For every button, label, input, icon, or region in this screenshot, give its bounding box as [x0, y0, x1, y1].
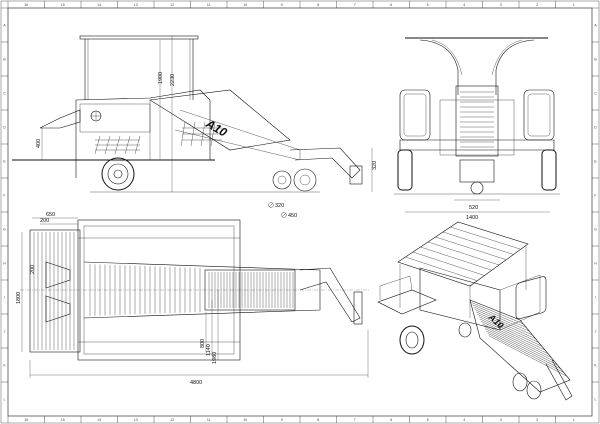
feed-hopper [39, 109, 81, 129]
zone-number: 1 [573, 418, 575, 422]
zone-number: 16 [24, 3, 28, 7]
gauge-wheel-small [272, 170, 292, 190]
rear-platform [29, 229, 81, 353]
zone-letter: I [4, 296, 5, 300]
zone-number: 7 [354, 3, 356, 7]
drawbar-plan [299, 267, 361, 323]
dim-200-side: 200 [30, 265, 36, 274]
dim-wheel-320: 320 [275, 203, 284, 209]
zone-letter: B [3, 58, 6, 62]
model-badge-side: A10 [203, 116, 230, 140]
drawbar [289, 147, 361, 179]
zone-number: 7 [354, 418, 356, 422]
zone-letter: C [3, 92, 6, 96]
side-view: A10 1900 2230 400 320 320 450 [12, 35, 378, 219]
dim-track-520: 520 [469, 205, 478, 211]
zone-letter: F [3, 194, 5, 198]
zone-letter: C [594, 92, 597, 96]
gauge-wheel-iso-1 [512, 372, 528, 392]
canopy-roof [79, 35, 199, 40]
zone-number: 9 [281, 3, 283, 7]
zone-letter: H [594, 262, 597, 266]
zone-letter: J [4, 330, 6, 334]
zone-letter: F [594, 194, 596, 198]
dim-1140: 1140 [206, 344, 212, 356]
zone-letter: J [595, 330, 597, 334]
zone-number: 6 [390, 3, 392, 7]
zone-letter: I [595, 296, 596, 300]
zone-number: 2 [536, 3, 538, 7]
dim-hitch-320: 320 [372, 161, 378, 170]
front-wheel-right [541, 149, 557, 191]
zone-letter: G [594, 228, 597, 232]
zone-number: 1 [573, 3, 575, 7]
zone-letter: L [595, 398, 597, 402]
zone-number: 15 [61, 418, 65, 422]
gauge-wheel-large [293, 168, 317, 192]
dim-width-1800: 1800 [16, 292, 22, 304]
zone-number: 10 [243, 3, 247, 7]
frame-zone-labels: 1616151514141313121211111010998877665544… [3, 3, 597, 422]
zone-letter: K [3, 364, 6, 368]
zone-number: 8 [317, 418, 319, 422]
dim-length-4800: 4800 [190, 380, 202, 386]
zone-number: 14 [97, 418, 101, 422]
dim-200-top: 200 [40, 218, 49, 224]
dim-1980: 1980 [212, 352, 218, 364]
conveyor-housing [149, 89, 291, 151]
zone-number: 8 [317, 3, 319, 7]
zone-letter: A [3, 24, 6, 28]
conveyor-front [455, 85, 499, 157]
dim-wheel-450: 450 [288, 213, 297, 219]
zone-number: 16 [24, 418, 28, 422]
zone-letter: E [594, 160, 597, 164]
zone-number: 12 [170, 3, 174, 7]
zone-letter: D [3, 126, 6, 130]
main-wheel-side [101, 157, 135, 191]
zone-number: 11 [207, 3, 211, 7]
zone-number: 12 [170, 418, 174, 422]
zone-number: 13 [134, 418, 138, 422]
zone-number: 9 [281, 418, 283, 422]
zone-number: 5 [427, 418, 429, 422]
zone-number: 15 [61, 3, 65, 7]
front-wheel-left [397, 149, 413, 191]
gauge-wheel-iso-2 [526, 380, 542, 400]
dim-800: 800 [200, 339, 206, 348]
conveyor-iso [469, 299, 571, 393]
zone-letter: A [594, 24, 597, 28]
zone-number: 4 [463, 3, 465, 7]
zone-letter: G [3, 228, 6, 232]
zone-number: 14 [97, 3, 101, 7]
zone-number: 3 [500, 418, 502, 422]
zone-number: 4 [463, 418, 465, 422]
zone-letter: K [594, 364, 597, 368]
zone-letter: D [594, 126, 597, 130]
zone-number: 5 [427, 3, 429, 7]
zone-number: 10 [243, 418, 247, 422]
zone-letter: H [3, 262, 6, 266]
dim-height-1900: 1900 [158, 72, 164, 84]
zone-number: 3 [500, 3, 502, 7]
dim-hopper-400: 400 [36, 139, 42, 148]
zone-letter: E [3, 160, 6, 164]
zone-letter: L [4, 398, 6, 402]
zone-number: 2 [536, 418, 538, 422]
zone-number: 6 [390, 418, 392, 422]
dim-height-2230: 2230 [170, 74, 176, 86]
main-wheel-iso [399, 325, 425, 355]
zone-number: 11 [207, 418, 211, 422]
zone-number: 13 [134, 3, 138, 7]
front-view: 520 1400 [394, 37, 560, 221]
dim-650: 650 [46, 212, 55, 218]
canopy-iso [397, 221, 529, 287]
dim-width-1400: 1400 [466, 215, 478, 221]
plan-view: 650 200 200 1800 800 1140 1980 4800 [16, 212, 370, 386]
isometric-view: A10 [377, 221, 573, 401]
zone-letter: B [594, 58, 597, 62]
